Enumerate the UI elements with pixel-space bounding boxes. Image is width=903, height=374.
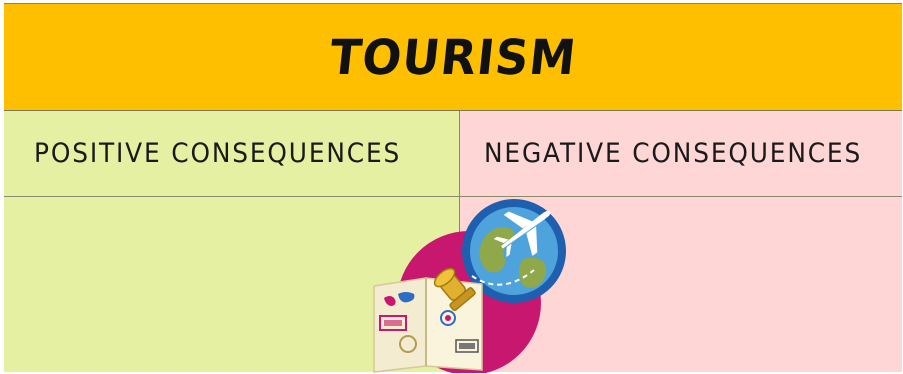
- tourism-table: TOURISM POSITIVE CONSEQUENCES NEGATIVE C…: [4, 3, 902, 373]
- title-bar: TOURISM: [4, 3, 902, 111]
- negative-header-label: NEGATIVE CONSEQUENCES: [484, 138, 863, 169]
- positive-header-label: POSITIVE CONSEQUENCES: [34, 138, 402, 169]
- negative-consequences-header: NEGATIVE CONSEQUENCES: [460, 111, 902, 197]
- travel-illustration: [373, 199, 566, 373]
- rubber-stamp-icon: [433, 267, 476, 312]
- globe-icon: [462, 199, 566, 303]
- page-title: TOURISM: [326, 28, 580, 86]
- positive-consequences-header: POSITIVE CONSEQUENCES: [4, 111, 460, 197]
- passport-icon: [373, 277, 483, 373]
- airplane-icon: [493, 210, 551, 258]
